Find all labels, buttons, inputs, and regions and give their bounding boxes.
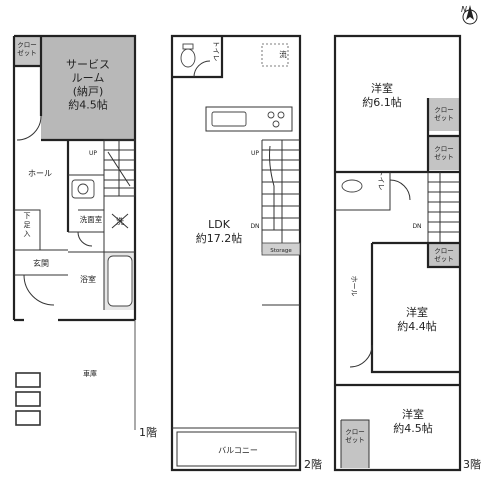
floor1-stairs: [103, 139, 136, 197]
floor3-closet-d-area: [341, 420, 369, 468]
stove-burner-icon: [277, 111, 285, 119]
floor3-closet-b-area: [428, 137, 460, 170]
floor1-entrance-partition: [14, 209, 68, 276]
floor3-toilet-door-swing: [389, 179, 411, 201]
stove-burner-icon: [267, 111, 275, 119]
floor2-toilet-icon: [180, 48, 196, 68]
floor2-stair-arrow: [269, 145, 275, 230]
floor2-dn-label: DN: [250, 223, 259, 230]
floor1-closet-label: クローゼット: [17, 41, 37, 57]
bath-door-swing: [77, 231, 93, 247]
entrance-label: 玄関: [33, 258, 49, 268]
wash-label: 洗: [116, 216, 124, 226]
parking-block-icon: [15, 391, 41, 407]
compass: N: [461, 5, 478, 25]
floor2-up-label: UP: [251, 150, 259, 157]
parking-block-icon: [15, 372, 41, 388]
storage-box: [261, 242, 301, 256]
floor3-closet-b-label: クローゼット: [434, 145, 454, 161]
floor3-hall-label: ホール: [350, 276, 358, 297]
floor2-dashed-box: [261, 43, 289, 67]
washbasin-bowl-icon: [77, 183, 89, 195]
floor3-stair-treads: [428, 181, 460, 233]
floor3-room1-label: 洋室約6.1帖: [362, 81, 402, 109]
floor1-up-label: UP: [89, 150, 97, 157]
balcony-rail: [176, 431, 297, 467]
compass-north-label: N: [461, 5, 467, 14]
floor3-closet-d-wall: [340, 419, 370, 468]
floor2-stair-walls: [261, 139, 300, 252]
floor3-closet-d-label: クローゼット: [345, 428, 365, 444]
floor3-room2-wall: [370, 241, 460, 374]
floor3-room2-door-swing: [349, 344, 373, 368]
floor3-dn-label: DN: [412, 223, 421, 230]
parking-block-icon: [15, 410, 41, 426]
floor1-hall-label: ホール: [28, 169, 52, 178]
floor3-toilet-wall: [335, 172, 391, 211]
floor3-room3-label: 洋室約4.5帖: [393, 407, 433, 435]
floor2-sink-label: 流: [279, 49, 287, 59]
floor2-toilet-tank-icon: [182, 43, 194, 50]
service-room-label: サービスルーム(納戸)約4.5帖: [66, 58, 110, 112]
garage-label: 車庫: [83, 369, 97, 378]
entrance-door-swing: [23, 274, 55, 306]
floor-1: クローゼット サービスルーム(納戸)約4.5帖 ホール UP 洗面室 洗 下足入…: [12, 34, 157, 439]
floor3-closet-c-wall: [426, 243, 460, 269]
washroom-label: 洗面室: [80, 214, 103, 224]
floor1-level-label: 1階: [139, 425, 157, 439]
kitchen-sink-icon: [211, 111, 247, 127]
storage-label: Storage: [270, 248, 292, 254]
north-arrow-icon: [466, 5, 474, 20]
parking-blocks: [15, 372, 41, 426]
stove-burner-icon: [272, 120, 280, 128]
floor2-stairs: [261, 139, 300, 252]
bathtub-icon: [107, 255, 133, 307]
floor3-toilet-label: トイレ: [377, 170, 385, 191]
washing-machine-icon: [111, 213, 129, 229]
kitchen-counter: [205, 106, 293, 132]
floor3-closet-c-area: [428, 243, 460, 267]
floor2-toilet-label: トイレ: [212, 41, 220, 62]
floor1-outer-wall: [12, 34, 137, 322]
bath-label: 浴室: [80, 274, 96, 284]
floor3-level-label: 3階: [463, 457, 481, 471]
floor2-stair-treads: [262, 149, 300, 231]
floor2-toilet-wall: [172, 36, 224, 79]
floor1-inner-wall: [14, 36, 135, 232]
floor2-level-label: 2階: [304, 457, 322, 471]
floor3-closet-c-label: クローゼット: [434, 247, 454, 263]
floor3-outer-wall: [333, 34, 462, 472]
floor3-closet-a-label: クローゼット: [434, 106, 454, 122]
shoe-box-label: 下足入: [24, 212, 31, 238]
floor1-stair-treads: [104, 140, 135, 196]
balcony-label: バルコニー: [218, 446, 258, 455]
service-room-area: [41, 36, 135, 140]
floor3-room1-wall: [335, 98, 460, 174]
floor3-room2-label: 洋室約4.4帖: [397, 305, 437, 333]
floor1-closet-area: [14, 36, 41, 66]
service-room-door-swing: [16, 115, 42, 141]
floor3-closet-a-area: [428, 98, 460, 131]
floor3-toilet-icon: [341, 179, 363, 193]
floor-3: 洋室約6.1帖 クローゼット クローゼット トイレ DN クローゼット ホール …: [333, 34, 481, 472]
floor3-stairs: [427, 172, 460, 243]
floor2-outer-wall: [170, 34, 302, 472]
floor3-stair-walls: [427, 172, 441, 243]
floor2-toilet-door-swing: [193, 60, 211, 78]
